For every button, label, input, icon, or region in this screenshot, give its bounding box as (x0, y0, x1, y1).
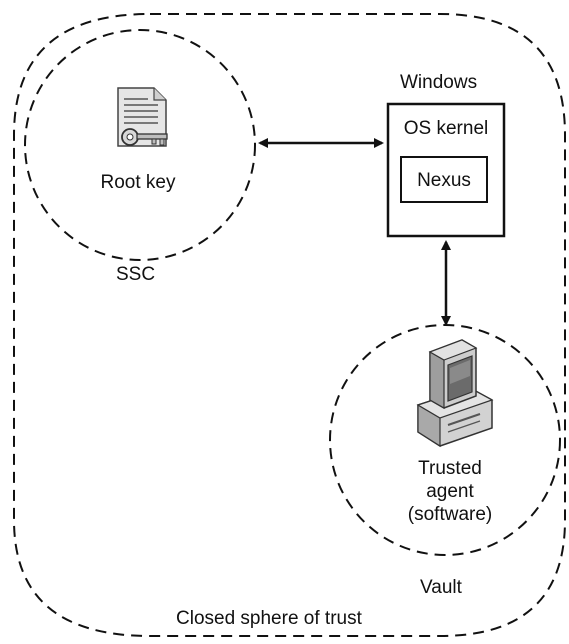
vault-label: Vault (420, 577, 462, 598)
windows-label: Windows (400, 72, 478, 93)
nexus-box (400, 156, 488, 203)
ssc-label: SSC (116, 264, 156, 285)
os-kernel-label: OS kernel (403, 118, 489, 139)
trusted-agent-label: Trusted agent (software) (407, 458, 493, 525)
closed-sphere-boundary (13, 13, 566, 637)
closed-sphere-label: Closed sphere of trust (176, 608, 362, 629)
desktop-computer-icon (416, 339, 494, 448)
nexus-label: Nexus (417, 170, 471, 191)
root-key-label: Root key (100, 172, 176, 193)
ssc-circle (24, 29, 256, 261)
certificate-key-icon (117, 87, 168, 147)
